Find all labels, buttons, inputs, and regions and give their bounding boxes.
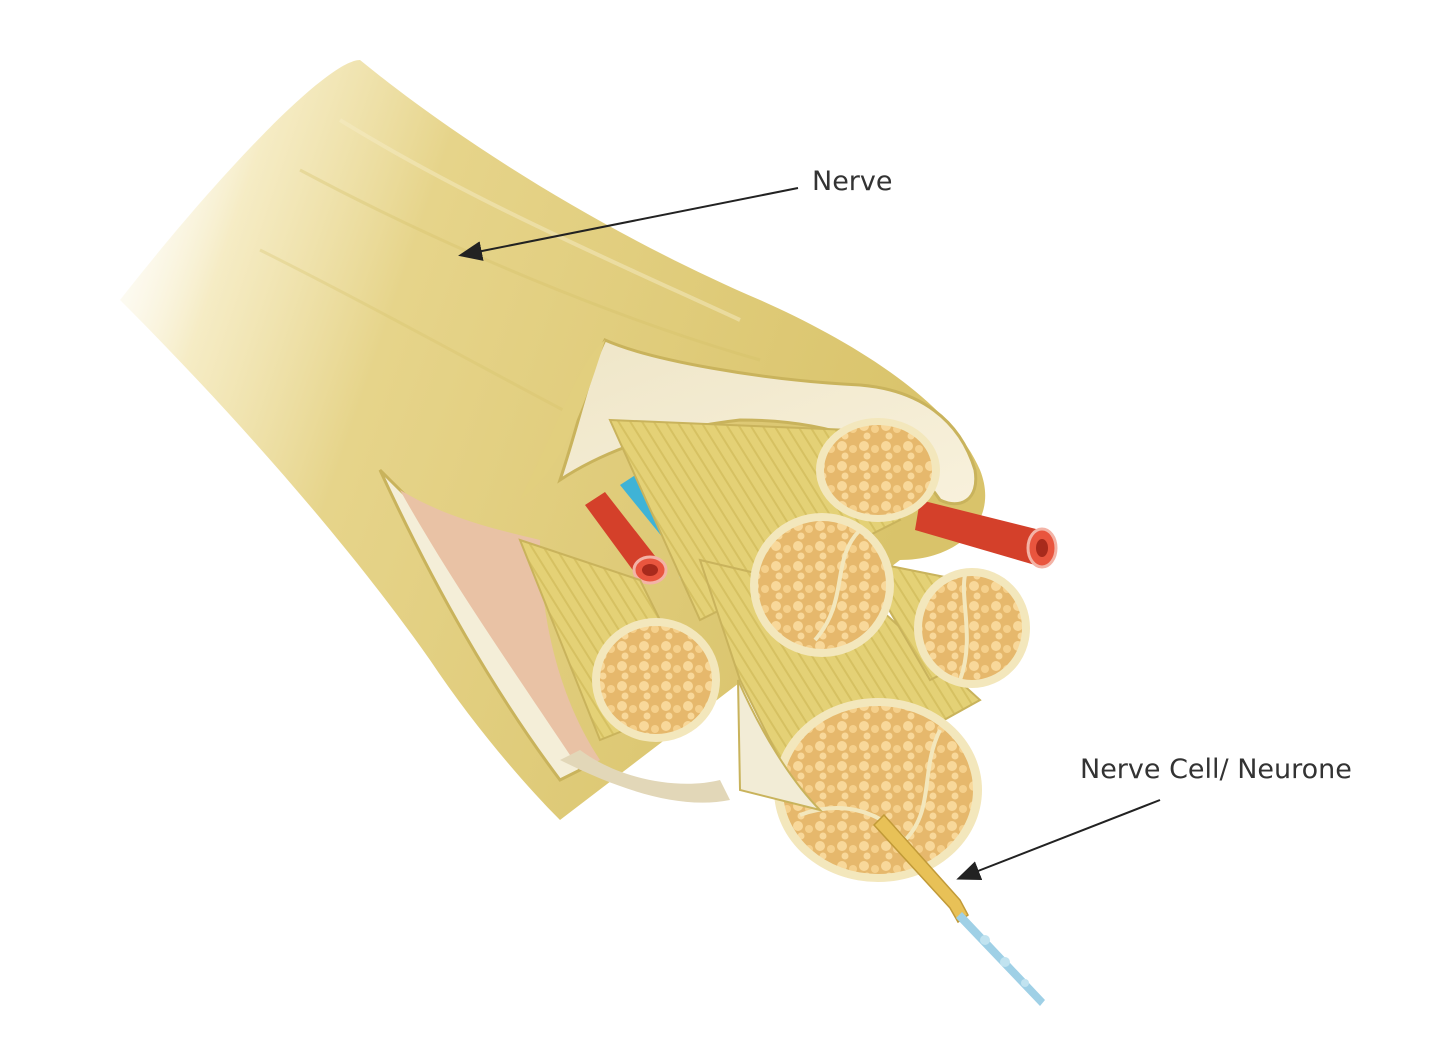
artery-left [585,492,668,585]
artery-right [915,500,1058,569]
label-neurone: Nerve Cell/ Neurone [956,754,1352,881]
sheath-flap [520,338,978,506]
label-nerve: Nerve [458,166,893,261]
fascicles [518,418,1030,882]
fascicle-top [816,418,940,522]
fascicle-right [914,568,1030,688]
fascicle-left [592,618,720,742]
neurone-pointer-arrow [956,799,1161,881]
sheath-inner-lining [378,468,730,803]
fascicle-center [750,513,894,657]
neurone-fibre [872,813,1045,1006]
neurone-label-text: Nerve Cell/ Neurone [1080,754,1352,785]
nerve-label-text: Nerve [812,166,893,197]
nerve-pointer-arrow [458,187,799,261]
fascicle-bottom [774,698,982,882]
